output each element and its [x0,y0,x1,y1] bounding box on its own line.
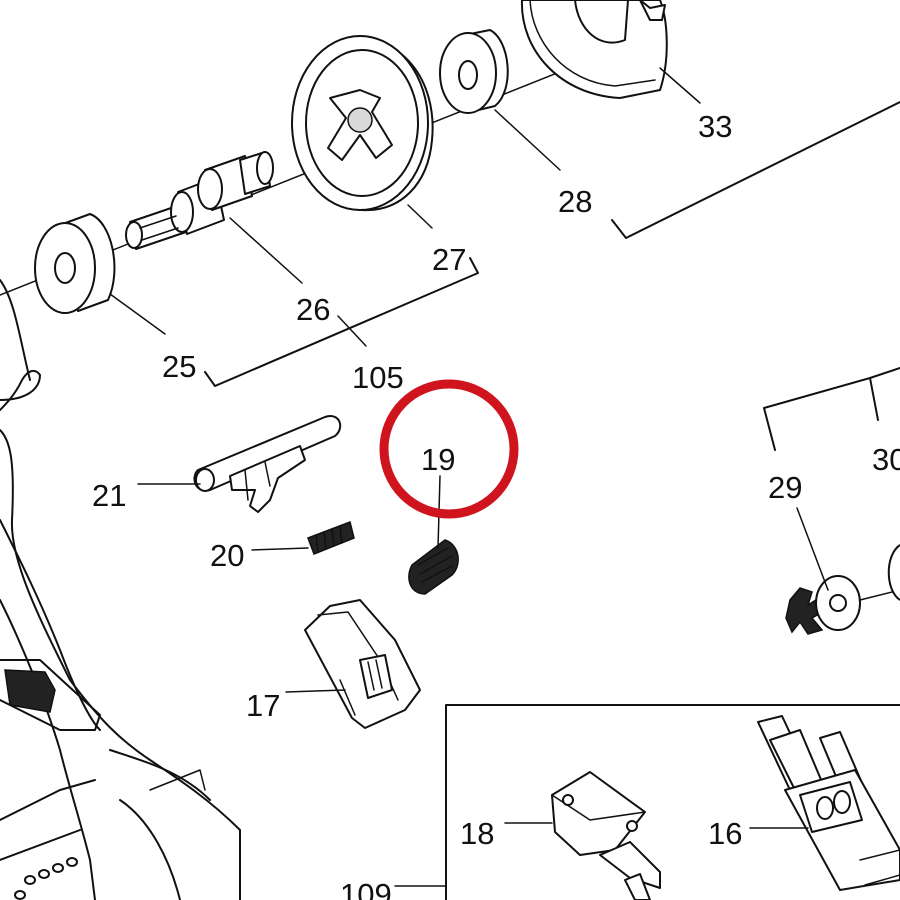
label-part-109: 109 [340,877,392,900]
vent-holes [14,857,78,900]
label-part-19: 19 [421,442,455,477]
part-18-switch [551,771,661,900]
bracket-109-box [445,704,900,900]
label-part-27: 27 [432,242,466,277]
part-19-spring [408,539,459,595]
part-labels: 25 26 105 27 28 33 21 20 19 17 29 30 18 … [92,109,900,900]
bracket-29-30 [763,367,900,451]
tool-housing [0,279,241,900]
highlight-circle [379,379,519,519]
label-part-28: 28 [558,184,592,219]
part-16-block [757,715,900,891]
part-28-washer [439,29,509,114]
part-21-lever [193,415,342,513]
part-17-trigger [304,599,421,729]
label-part-16: 16 [708,816,742,851]
part-20-spring [307,520,355,555]
label-part-17: 17 [246,688,280,723]
part-29-pinion [785,544,900,635]
label-part-25: 25 [162,349,196,384]
label-part-20: 20 [210,538,244,573]
part-25-bearing [34,213,116,314]
part-26-spindle [125,151,274,250]
label-part-18: 18 [460,816,494,851]
label-part-105: 105 [352,360,404,395]
bracket-lines [204,101,900,900]
label-part-29: 29 [768,470,802,505]
bracket-28-group [611,101,900,239]
part-33-ring [520,0,668,99]
part-27-gear [291,35,434,212]
label-part-30: 30 [872,442,900,477]
label-part-21: 21 [92,478,126,513]
label-part-33: 33 [698,109,732,144]
bracket-105 [204,257,479,387]
leader-lines [109,67,829,887]
label-part-26: 26 [296,292,330,327]
